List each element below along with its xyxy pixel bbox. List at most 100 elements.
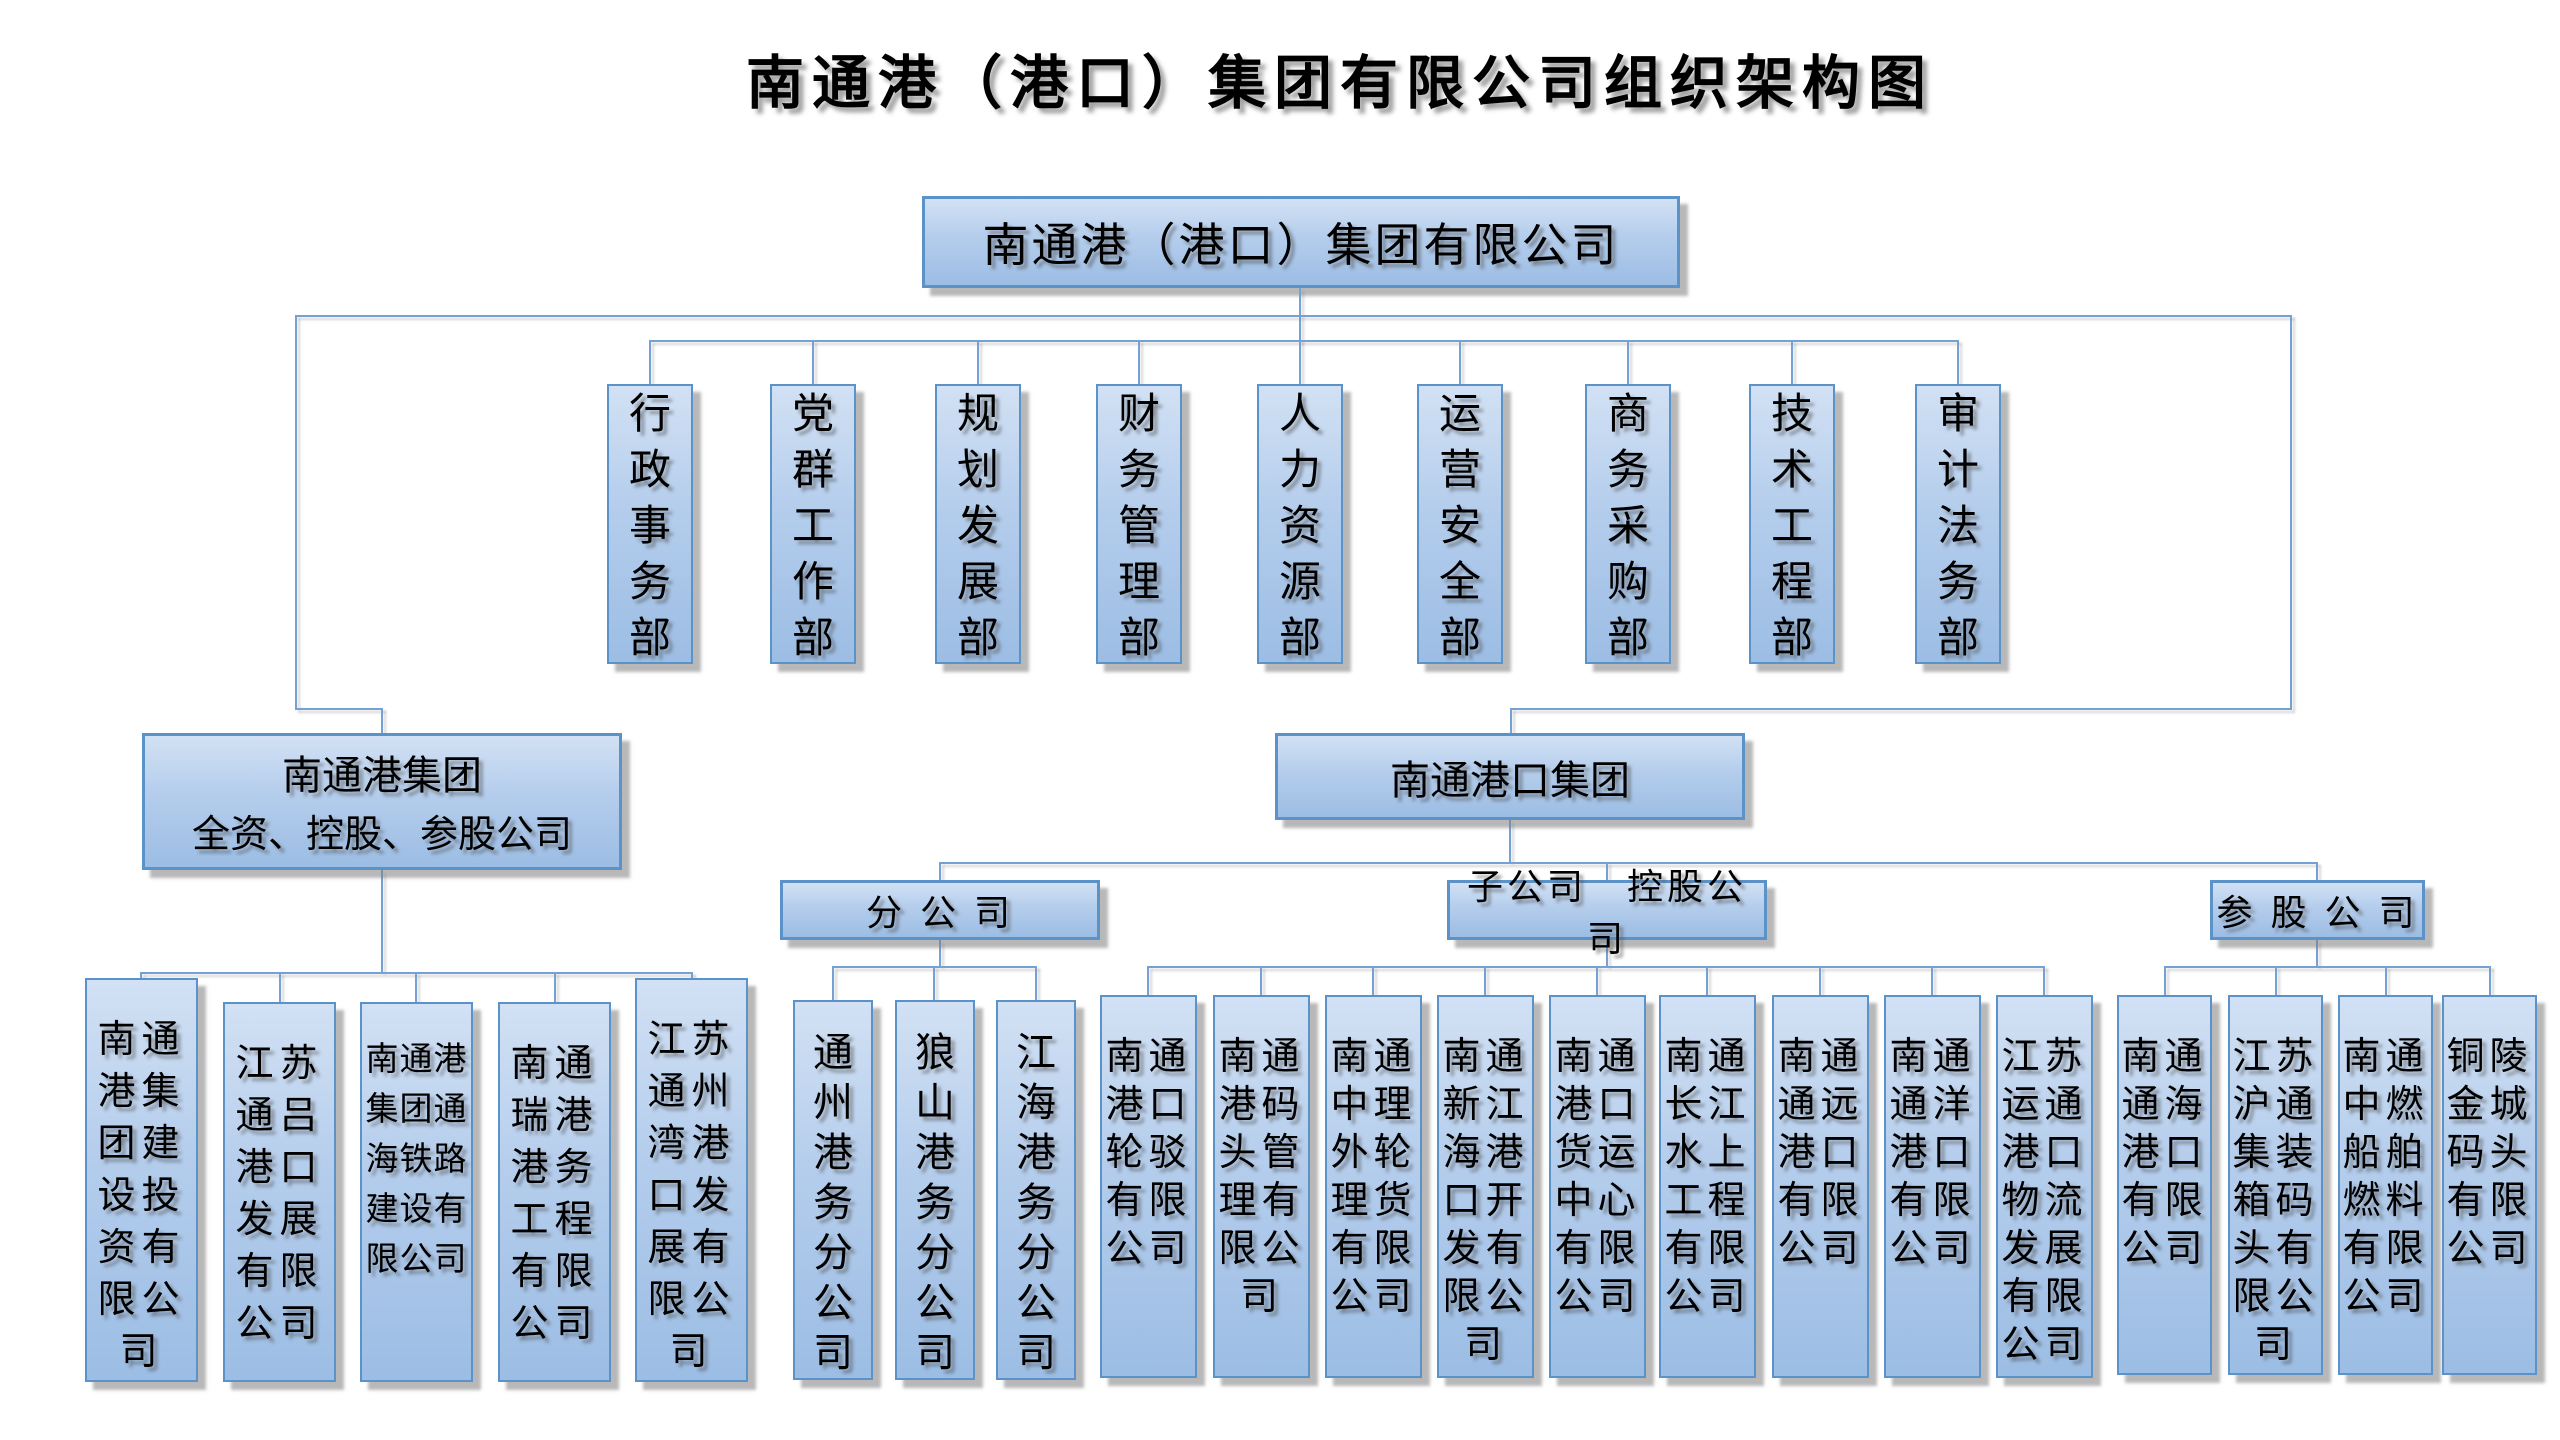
connector-line bbox=[1627, 340, 1629, 384]
connector-line bbox=[1606, 862, 1608, 880]
department-label: 规划发展部 bbox=[956, 390, 999, 661]
left-branch-box: 南通港集团 全资、控股、参股公司 bbox=[142, 733, 622, 870]
connector-line bbox=[1510, 708, 1512, 733]
company-box: 南通长江水上工程有限公司 bbox=[1659, 995, 1756, 1378]
company-label: 南通中理外轮理货有限公司 bbox=[1330, 1036, 1417, 1318]
department-label: 运营安全部 bbox=[1438, 390, 1481, 661]
connector-line bbox=[2489, 966, 2491, 995]
connector-line bbox=[1484, 966, 1486, 995]
company-box: 江海港务分公司 bbox=[996, 1000, 1076, 1380]
department-box: 行政事务部 bbox=[607, 384, 693, 664]
department-box: 商务采购部 bbox=[1585, 384, 1671, 664]
company-box: 南通通洋港口有限公司 bbox=[1884, 995, 1981, 1378]
company-box: 南通港口轮驳有限公司 bbox=[1100, 995, 1197, 1378]
company-box: 南通通海港口有限公司 bbox=[2117, 995, 2212, 1375]
company-box: 南通中理外轮理货有限公司 bbox=[1325, 995, 1422, 1378]
company-label: 南通港集团建设投资有限公司 bbox=[97, 1019, 186, 1373]
connector-line bbox=[1147, 966, 1149, 995]
company-box: 南通港集团通海铁路建设有限公司 bbox=[360, 1002, 473, 1382]
connector-line bbox=[939, 940, 941, 966]
category-subsidiaries: 子公司 控股公司 bbox=[1447, 866, 1767, 959]
department-label: 财务管理部 bbox=[1117, 390, 1160, 661]
connector-line bbox=[1510, 708, 2292, 710]
connector-line bbox=[2043, 966, 2045, 995]
connector-line bbox=[1260, 966, 1262, 995]
department-label: 技术工程部 bbox=[1770, 390, 1813, 661]
connector-line bbox=[2165, 966, 2491, 968]
connector-line bbox=[1957, 340, 1959, 384]
connector-line bbox=[1706, 966, 1708, 995]
connector-line bbox=[415, 972, 417, 1002]
connector-line bbox=[1819, 966, 1821, 995]
connector-line bbox=[2316, 940, 2318, 966]
connector-line bbox=[1138, 340, 1140, 384]
connector-line bbox=[295, 315, 2292, 317]
company-box: 南通港码头管理有限公司 bbox=[1213, 995, 1310, 1378]
company-label: 南通港口轮驳有限公司 bbox=[1105, 1036, 1192, 1270]
category-label: 分 公 司 bbox=[865, 892, 1014, 933]
department-box: 规划发展部 bbox=[935, 384, 1021, 664]
department-box: 运营安全部 bbox=[1417, 384, 1503, 664]
connector-line bbox=[1596, 966, 1598, 995]
root-company-label: 南通港（港口）集团有限公司 bbox=[982, 219, 1620, 271]
company-label: 通州港务分公司 bbox=[813, 1031, 853, 1375]
connector-line bbox=[279, 972, 281, 1002]
company-label: 南通通洋港口有限公司 bbox=[1889, 1036, 1976, 1270]
company-label: 南通港集团通海铁路建设有限公司 bbox=[365, 1040, 468, 1277]
company-box: 江苏通州湾港口发展有限公司 bbox=[635, 978, 748, 1382]
connector-line bbox=[1035, 966, 1037, 1000]
company-label: 狼山港务分公司 bbox=[915, 1031, 955, 1375]
connector-line bbox=[1606, 938, 1608, 966]
department-label: 审计法务部 bbox=[1936, 390, 1979, 661]
department-box: 党群工作部 bbox=[770, 384, 856, 664]
connector-line bbox=[832, 966, 834, 1000]
category-affiliates: 参 股 公 司 bbox=[2210, 880, 2425, 940]
connector-line bbox=[1299, 340, 1301, 384]
connector-line bbox=[650, 340, 1958, 342]
connector-line bbox=[1459, 340, 1461, 384]
connector-line bbox=[977, 340, 979, 384]
company-label: 江苏运通港口物流发展有限公司 bbox=[2001, 1036, 2088, 1366]
connector-line bbox=[933, 966, 935, 1000]
company-box: 江苏沪通集装箱码头有限公司 bbox=[2228, 995, 2323, 1375]
right-branch-title: 南通港口集团 bbox=[1390, 758, 1630, 803]
company-box: 南通瑞港港务工程有限公司 bbox=[498, 1002, 611, 1382]
company-label: 南通新江海港口开发有限公司 bbox=[1442, 1036, 1529, 1366]
company-label: 南通长江水上工程有限公司 bbox=[1664, 1036, 1751, 1318]
company-box: 通州港务分公司 bbox=[793, 1000, 873, 1380]
department-box: 人力资源部 bbox=[1257, 384, 1343, 664]
connector-line bbox=[1372, 966, 1374, 995]
connector-line bbox=[295, 708, 383, 710]
company-label: 南通通海港口有限公司 bbox=[2121, 1036, 2208, 1270]
company-label: 南通通远港口有限公司 bbox=[1777, 1036, 1864, 1270]
connector-line bbox=[295, 315, 297, 708]
connector-line bbox=[2275, 966, 2277, 995]
connector-line bbox=[649, 340, 651, 384]
company-label: 江海港务分公司 bbox=[1016, 1031, 1056, 1375]
company-box: 南通港集团建设投资有限公司 bbox=[85, 978, 198, 1382]
company-box: 狼山港务分公司 bbox=[895, 1000, 975, 1380]
left-branch-title: 南通港集团 bbox=[282, 753, 482, 798]
company-box: 江苏通吕港口发展有限公司 bbox=[223, 1002, 336, 1382]
connector-line bbox=[140, 972, 142, 980]
right-branch-box: 南通港口集团 bbox=[1275, 733, 1745, 820]
department-label: 行政事务部 bbox=[628, 390, 671, 661]
connector-line bbox=[833, 966, 1037, 968]
company-label: 南通瑞港港务工程有限公司 bbox=[510, 1043, 599, 1345]
company-box: 南通新江海港口开发有限公司 bbox=[1437, 995, 1534, 1378]
connector-line bbox=[2290, 315, 2292, 708]
company-label: 南通港码头管理有限公司 bbox=[1218, 1036, 1305, 1318]
connector-line bbox=[2164, 966, 2166, 995]
connector-line bbox=[2385, 966, 2387, 995]
company-label: 铜陵金城码头有限公司 bbox=[2446, 1036, 2533, 1270]
company-label: 南通中燃船舶燃料有限公司 bbox=[2342, 1036, 2429, 1318]
company-label: 江苏通吕港口发展有限公司 bbox=[235, 1043, 324, 1345]
connector-line bbox=[381, 870, 383, 972]
connector-line bbox=[939, 862, 941, 880]
category-label: 子公司 控股公司 bbox=[1466, 866, 1747, 959]
department-label: 党群工作部 bbox=[791, 390, 834, 661]
connector-line bbox=[381, 708, 383, 733]
connector-line bbox=[1931, 966, 1933, 995]
company-box: 南通中燃船舶燃料有限公司 bbox=[2338, 995, 2433, 1375]
